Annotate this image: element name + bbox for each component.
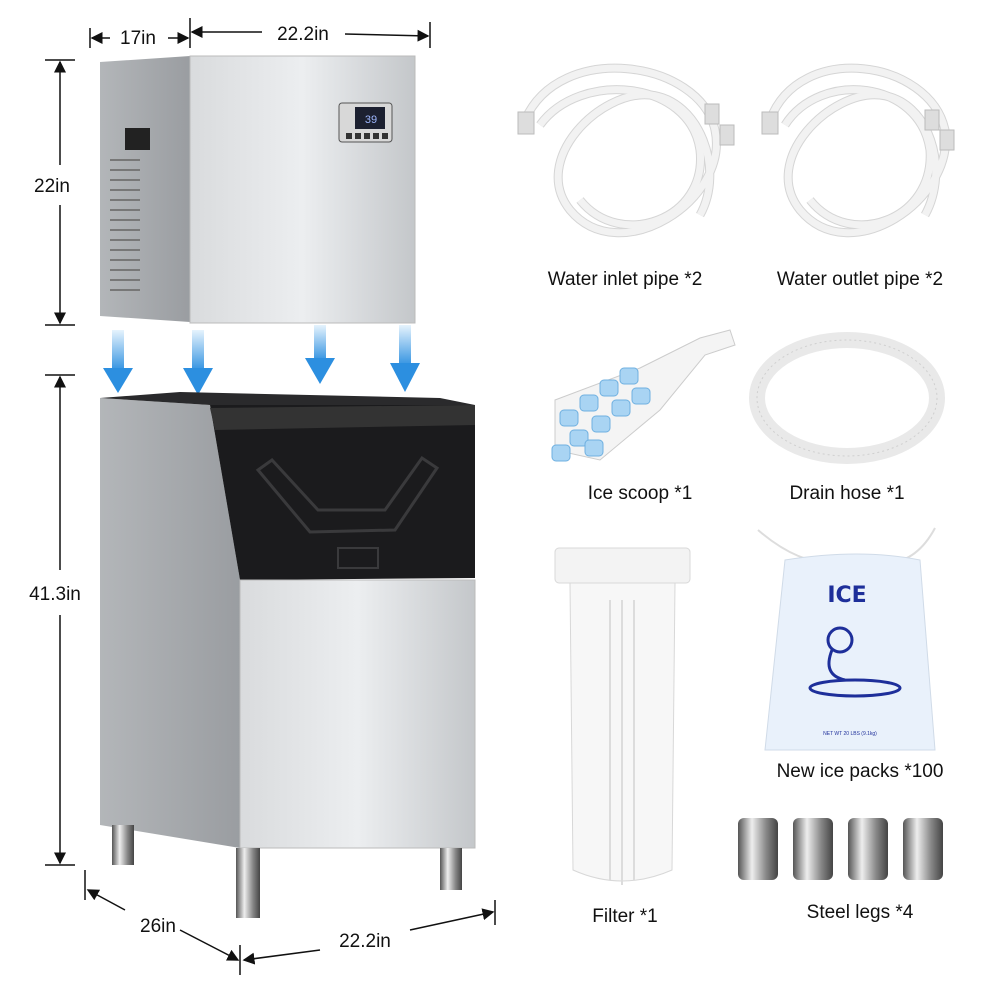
label-ice-scoop: Ice scoop *1 (588, 483, 693, 504)
penguin-logo (808, 626, 902, 698)
bin-leg (440, 848, 462, 890)
ice-storage-bin (100, 392, 476, 918)
water-inlet-pipe-image (517, 63, 735, 238)
dim-bin-height: 41.3in (29, 584, 81, 605)
label-drain-hose: Drain hose *1 (789, 483, 904, 504)
dim-bin-width: 22.2in (339, 931, 391, 952)
side-vent (110, 159, 140, 291)
bin-door[interactable] (210, 405, 475, 580)
water-filter-image (554, 547, 691, 885)
label-ice-packs: New ice packs *100 (777, 761, 944, 782)
door-handle[interactable] (337, 547, 379, 569)
side-handle (125, 128, 150, 150)
ice-maker-head: 39 (100, 55, 416, 324)
ice-bag-net-weight: NET WT 20 LBS (9.1kg) (823, 731, 877, 737)
steel-legs-image (738, 818, 943, 880)
dim-top-height: 22in (34, 176, 70, 197)
assembly-arrows (103, 325, 420, 395)
label-water-outlet-pipe: Water outlet pipe *2 (777, 269, 943, 290)
label-steel-legs: Steel legs *4 (807, 902, 914, 923)
arrow-down-icon (183, 330, 213, 395)
label-filter: Filter *1 (592, 906, 657, 927)
dimension-lines (45, 18, 496, 975)
ice-bag-brand: ICE (827, 583, 866, 608)
control-panel[interactable]: 39 (338, 102, 393, 143)
dim-top-depth: 17in (120, 28, 156, 49)
bin-leg (112, 825, 134, 865)
bin-leg (236, 848, 260, 918)
dim-bin-depth: 26in (140, 916, 176, 937)
ice-bag-image: ICE NET WT 20 LBS (9.1kg) (757, 527, 936, 751)
dim-top-width: 22.2in (277, 24, 329, 45)
drain-hose-image (749, 332, 945, 464)
water-outlet-pipe-image (761, 63, 955, 238)
temperature-display: 39 (365, 114, 377, 126)
arrow-down-icon (103, 330, 133, 393)
label-water-inlet-pipe: Water inlet pipe *2 (548, 269, 703, 290)
ice-scoop-image (551, 329, 736, 462)
arrow-down-icon (390, 325, 420, 392)
arrow-down-icon (305, 325, 335, 384)
